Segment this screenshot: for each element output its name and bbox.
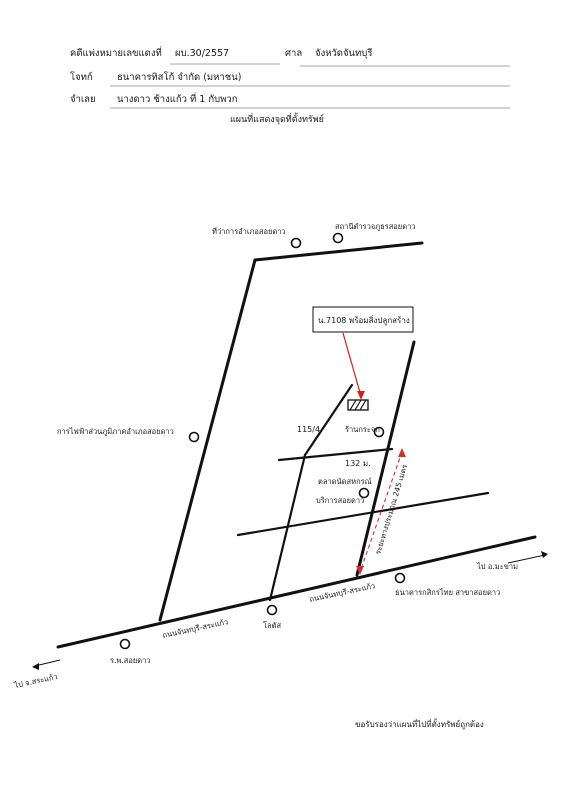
coop-market-label-1: ตลาดนัดสหกรณ์ <box>318 477 372 486</box>
left-long-road <box>158 258 257 622</box>
district-office-marker-icon <box>290 237 302 249</box>
glass-shop-label: ร้านกระจก <box>345 425 380 434</box>
distance-main-label: ระยะทางประมาณ 245 เมตร <box>373 463 409 555</box>
property-label: น.7108 พร้อมสิ่งปลูกสร้าง <box>318 314 410 326</box>
house-number: 115/4 <box>297 425 320 434</box>
hospital-marker-icon <box>119 638 131 650</box>
police-station-marker-icon <box>332 232 344 244</box>
property-label-box <box>312 306 414 333</box>
to-sakaeo-arrow-icon <box>32 659 61 670</box>
soi-left-upper <box>303 383 354 457</box>
kasikorn-marker-icon <box>394 572 406 584</box>
road-name-right: ถนนจันทบุรี-สระแก้ว <box>309 581 376 604</box>
footer-note: ขอรับรองว่าแผนที่ไปที่ตั้งทรัพย์ถูกต้อง <box>355 718 484 730</box>
to-makham-arrow-icon <box>507 551 548 564</box>
to-sakaeo-label: ไป จ.สระแก้ว <box>13 672 59 690</box>
case-label: คดีแพ่งหมายเลขแดงที่ <box>70 46 162 59</box>
defendant-value: นางดาว ช้างแก้ว ที่ 1 กับพวก <box>117 92 238 105</box>
electricity-label: การไฟฟ้าส่วนภูมิภาคอำเภอสอยดาว <box>57 427 174 436</box>
map-title: แผนที่แสดงจุดที่ตั้งทรัพย์ <box>230 112 324 125</box>
property-building-icon <box>347 399 369 411</box>
top-road <box>253 241 424 262</box>
lotus-label: โลตัส <box>263 621 281 630</box>
plaintiff-label: โจทก์ <box>70 71 93 83</box>
hospital-label: ร.พ.สอยดาว <box>110 656 151 665</box>
lotus-marker-icon <box>266 604 278 616</box>
glass-shop-marker-icon <box>373 426 385 438</box>
main-highway <box>56 535 537 649</box>
coop-market-marker-icon <box>358 487 370 499</box>
court-value: จังหวัดจันทบุรี <box>315 47 372 59</box>
coop-market-label-2: บริการสอยดาว <box>316 496 364 505</box>
distance-dashed-line <box>359 451 403 573</box>
main-soi <box>355 340 416 577</box>
kasikorn-label: ธนาคารกสิกรไทย สาขาสอยดาว <box>395 588 500 597</box>
to-makham-label: ไป อ.มะขาม <box>476 562 518 571</box>
defendant-label: จำเลย <box>70 94 96 105</box>
court-label: ศาล <box>285 48 302 59</box>
distance-arrowhead-up-icon <box>398 448 406 457</box>
case-value: ผบ.30/2557 <box>175 48 229 59</box>
plaintiff-value: ธนาคารทิสโก้ จำกัด (มหาชน) <box>117 71 241 83</box>
electricity-marker-icon <box>188 431 200 443</box>
cross-road-lower <box>236 491 490 537</box>
distance-arrowhead-down-icon <box>356 566 364 575</box>
district-office-label: ที่ว่าการอำเภอสอยดาว <box>212 226 286 236</box>
distance-small-label: 132 ม. <box>345 459 371 468</box>
property-pointer-line <box>342 332 362 397</box>
cross-road-upper <box>277 447 394 462</box>
police-station-label: สถานีตำรวจภูธรสอยดาว <box>335 222 416 231</box>
property-arrowhead-icon <box>357 391 365 400</box>
